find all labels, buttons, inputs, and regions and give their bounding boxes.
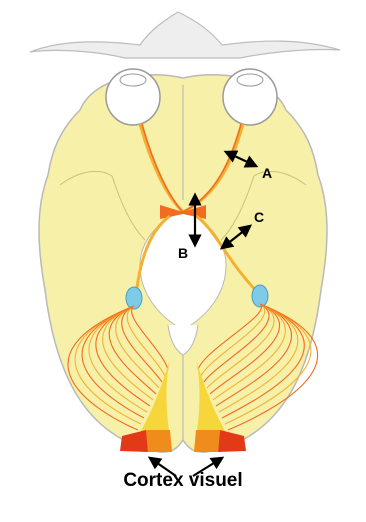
caption-cortex-visuel: Cortex visuel [0,470,366,492]
label-b: B [178,245,188,261]
lgn-left [126,287,142,309]
visual-cortex-left-orange [146,430,172,452]
visual-cortex-right-orange [194,430,220,452]
nose-outline [30,12,340,58]
lgn-right [252,285,268,307]
label-c: C [254,209,264,225]
eyeball-icon [106,69,160,125]
label-a: A [262,165,272,181]
eyeball-icon [223,69,277,125]
